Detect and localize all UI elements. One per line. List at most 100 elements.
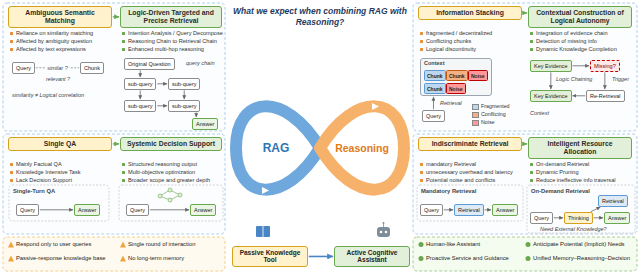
passive-tool-box: Passive Knowledge Tool <box>232 246 308 267</box>
problem-bullet: fragmented / decentralized <box>420 30 492 37</box>
box-text: Systemic Decision Support <box>124 140 218 148</box>
connector-arrow <box>157 83 167 84</box>
quadrant-panel <box>413 3 637 131</box>
loop-arrow <box>262 187 269 194</box>
chunk-box: Noise <box>446 83 466 94</box>
box-text: Key Evidence <box>534 63 568 70</box>
example-caption: On-Demand Retrieval <box>531 188 590 195</box>
trait-note: Single round of interaction <box>128 241 195 248</box>
quadrant-panel <box>3 134 225 234</box>
trait-note: Passive-response knowledge base <box>16 255 106 262</box>
warning-icon <box>120 256 126 262</box>
robot-icon <box>380 231 383 234</box>
check-icon <box>419 242 424 247</box>
illustration-label: query chain <box>186 60 214 67</box>
answer-box: Answer <box>492 204 518 216</box>
trait-note: Unified Memory–Reasoning–Decision <box>533 255 630 262</box>
example-caption: Mandatory Retrieval <box>421 188 476 195</box>
box-text: Key Evidence <box>534 93 568 100</box>
process-box: Query <box>420 204 443 216</box>
illustration-label: Need External Knowledge? <box>540 226 607 233</box>
solution-header: Systemic Decision Support <box>120 137 222 151</box>
box-text: Original Question <box>128 61 171 68</box>
legend-swatch <box>472 112 479 118</box>
connector-arrow <box>591 207 601 212</box>
box-text: Query <box>16 65 31 72</box>
box-text: Chunk <box>84 65 100 72</box>
answer-box: Answer <box>604 212 630 224</box>
problem-bullet: Potential noise and conflicts <box>420 177 495 184</box>
box-text: Contextual Construction of Logical Auton… <box>532 9 628 25</box>
evidence-box: Key Evidence <box>530 60 572 72</box>
box-text: Single QA <box>12 140 108 148</box>
process-box: Re-Retrieval <box>586 90 625 102</box>
check-icon <box>526 242 531 247</box>
solution-bullet: Structured reasoning output <box>122 161 197 168</box>
title: What we expect when combining RAG with R… <box>232 6 408 27</box>
process-box: Query <box>16 204 39 216</box>
reasoning-tree-node <box>158 194 162 198</box>
connector-arrow <box>444 209 453 210</box>
box-text: Information Stacking <box>422 9 518 17</box>
illustration-label: Context <box>530 110 549 117</box>
trait-note: Respond only to user queries <box>16 241 91 248</box>
warning-icon <box>8 256 14 262</box>
reasoning-tree-node <box>178 193 182 197</box>
example-frame <box>119 185 223 221</box>
solution-bullet: Multi-objective optimization <box>122 169 195 176</box>
box-text: Answer <box>78 207 96 214</box>
box-text: Answer <box>608 215 626 222</box>
box-text: Chunk <box>427 73 443 79</box>
example-caption: Single-Turn QA <box>13 188 55 195</box>
box-text: Noise <box>449 86 463 92</box>
legend-item: Noise <box>472 119 495 126</box>
active-assistant-box: Active Cognitive Assistant <box>334 246 410 267</box>
solution-bullet: Reasoning Chain to Retrieval Chain <box>122 38 217 45</box>
example-frame <box>417 185 523 221</box>
problem-header: Single QA <box>8 137 112 151</box>
chunk-box: Noise <box>468 70 488 81</box>
problem-header: Indiscriminate Retrieval <box>418 137 522 151</box>
legend-swatch <box>472 120 479 126</box>
legend-text: Fragmented <box>481 103 510 109</box>
legend-text: Conflicting <box>481 111 506 117</box>
book-icon <box>263 226 264 237</box>
box-text: Active Cognitive Assistant <box>338 249 406 264</box>
solution-bullet: Reduce ineffective info traversal <box>530 177 616 184</box>
box-text: Query <box>534 215 549 222</box>
connector-arrow <box>184 90 185 99</box>
infinity-reasoning-loop <box>320 106 404 189</box>
solution-header: Contextual Construction of Logical Auton… <box>528 6 632 28</box>
legend-item: Conflicting <box>472 111 506 118</box>
trait-note: No long-term memory <box>128 255 184 262</box>
connector-arrow <box>140 90 141 99</box>
box-text: Re-Retrieval <box>590 93 621 100</box>
reasoning-tree-node <box>168 198 172 202</box>
box-text: sub-query <box>128 103 152 110</box>
solution-bullet: Dynamic Knowledge Completion <box>530 46 617 53</box>
thinking-box: Thinking <box>564 212 593 224</box>
evidence-box: Key Evidence <box>530 90 572 102</box>
solution-bullet: Enhanced multi-hop reasoning <box>122 46 204 53</box>
connector-arrow <box>604 72 605 89</box>
problem-header: Information Stacking <box>418 6 522 20</box>
illustration-label: similarity ≠ Logical correlation <box>12 92 84 99</box>
solution-bullet: Broader scope and greater depth <box>122 177 210 184</box>
illustration-label: relevant ? <box>46 76 70 83</box>
example-frame <box>527 185 635 233</box>
box-text: Noise <box>471 73 485 79</box>
solution-bullet: Intention Analysis / Query Decompose <box>122 30 223 37</box>
box-text: Context <box>424 60 488 67</box>
example-frame <box>9 185 109 221</box>
process-box: Query <box>126 204 149 216</box>
connector-arrow <box>550 72 551 89</box>
box-text: sub-query <box>172 81 196 88</box>
illustration-label: Trigger <box>612 76 629 83</box>
problem-bullet: Affected by ambiguity question <box>10 38 92 45</box>
reasoning-tree-node <box>168 188 172 192</box>
box-text: Indiscriminate Retrieval <box>422 140 518 148</box>
problem-bullet: Conflicting chunks <box>420 38 471 45</box>
box-text: Chunk <box>427 86 443 92</box>
trait-note: Human-like Assistant <box>426 241 480 248</box>
chunk-box: Chunk <box>424 70 446 81</box>
